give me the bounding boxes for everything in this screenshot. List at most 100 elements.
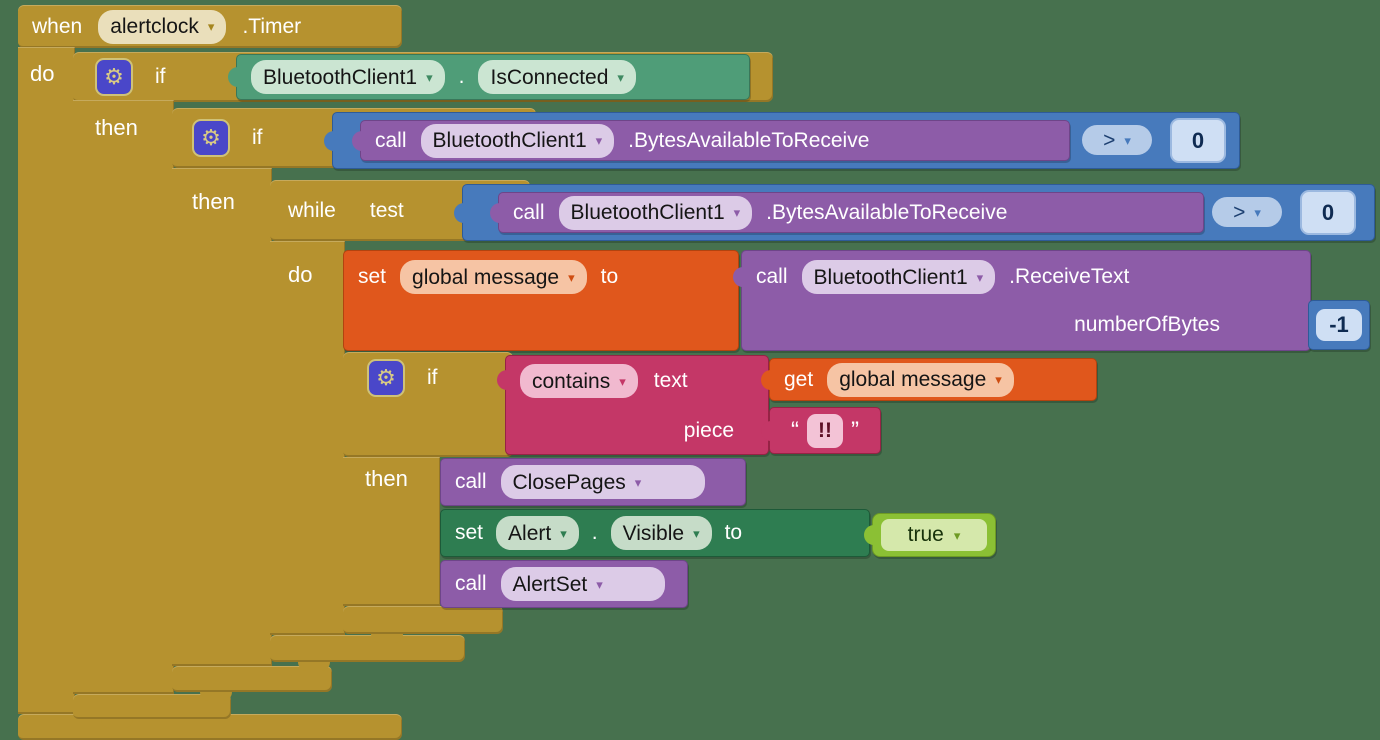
if3-block-arm[interactable] bbox=[343, 457, 440, 606]
component-dropdown[interactable]: Alert ▾ bbox=[496, 516, 579, 550]
if-keyword: if bbox=[155, 65, 166, 88]
to-keyword: to bbox=[724, 521, 743, 544]
procedure-dropdown[interactable]: AlertSet ▾ bbox=[500, 567, 665, 601]
true-logic-block[interactable]: true ▾ bbox=[864, 513, 996, 557]
call-alertset-block[interactable]: call AlertSet ▾ bbox=[440, 560, 688, 608]
property-dropdown[interactable]: Visible ▾ bbox=[610, 516, 712, 550]
then-label: then bbox=[192, 189, 235, 214]
if3-block-bottom[interactable] bbox=[343, 606, 503, 643]
dropdown-arrow-icon: ▾ bbox=[617, 69, 624, 85]
dropdown-arrow-icon: ▾ bbox=[560, 525, 567, 541]
dropdown-arrow-icon: ▾ bbox=[619, 373, 626, 389]
call-keyword: call bbox=[756, 265, 788, 288]
while-block-arm[interactable] bbox=[270, 241, 345, 635]
call-receivetext-block[interactable]: call BluetoothClient1 ▾ .ReceiveText num… bbox=[733, 250, 1311, 351]
set-global-message-block[interactable]: set global message ▾ to bbox=[343, 250, 739, 351]
text-contains-block[interactable]: contains ▾ text piece bbox=[497, 355, 769, 455]
set-keyword: set bbox=[455, 521, 484, 544]
component-dropdown-value: alertclock bbox=[110, 15, 199, 38]
param-label: numberOfBytes bbox=[1074, 313, 1220, 336]
component-dropdown[interactable]: alertclock ▾ bbox=[98, 9, 227, 44]
method-name: .BytesAvailableToReceive bbox=[628, 128, 870, 152]
number-block-negative-one[interactable]: -1 bbox=[1308, 300, 1370, 350]
do-label: do bbox=[288, 262, 313, 287]
while-block-bottom[interactable] bbox=[270, 635, 465, 671]
if-keyword: if bbox=[427, 366, 438, 389]
dropdown-arrow-icon: ▾ bbox=[1254, 204, 1261, 220]
method-name: .ReceiveText bbox=[1009, 265, 1130, 288]
string-input[interactable]: !! bbox=[807, 413, 843, 448]
dropdown-arrow-icon: ▾ bbox=[595, 133, 603, 148]
dropdown-arrow-icon: ▾ bbox=[596, 576, 603, 592]
dropdown-arrow-icon: ▾ bbox=[976, 269, 984, 285]
set-alert-visible-block[interactable]: set Alert ▾ . Visible ▾ to bbox=[440, 509, 870, 557]
piece-socket-label: piece bbox=[683, 419, 734, 442]
if3-block-header[interactable]: ⚙ if bbox=[343, 352, 513, 457]
connector-bump bbox=[371, 634, 403, 643]
connector-bump bbox=[298, 662, 330, 671]
dropdown-arrow-icon: ▾ bbox=[693, 525, 700, 541]
dot-separator: . bbox=[591, 521, 598, 544]
set-keyword: set bbox=[358, 265, 387, 288]
block-plug bbox=[228, 67, 242, 87]
operator-dropdown[interactable]: > ▾ bbox=[1082, 125, 1152, 155]
call-bytesavailable-block-1[interactable]: call BluetoothClient1 ▾ .BytesAvailableT… bbox=[352, 120, 1070, 161]
operator-dropdown[interactable]: > ▾ bbox=[1212, 197, 1282, 227]
component-dropdown[interactable]: BluetoothClient1 ▾ bbox=[420, 123, 615, 158]
dropdown-arrow-icon: ▾ bbox=[568, 269, 575, 285]
dropdown-arrow-icon: ▾ bbox=[634, 474, 642, 490]
call-keyword: call bbox=[455, 470, 487, 493]
while-keyword: while bbox=[288, 198, 336, 222]
call-keyword: call bbox=[513, 200, 545, 224]
test-label: test bbox=[369, 198, 404, 222]
event-name: .Timer bbox=[242, 14, 302, 38]
dropdown-arrow-icon: ▾ bbox=[1124, 132, 1131, 148]
dropdown-arrow-icon: ▾ bbox=[995, 372, 1002, 387]
call-keyword: call bbox=[455, 572, 487, 595]
block-plug bbox=[324, 130, 338, 151]
text-socket-label: text bbox=[653, 369, 688, 392]
call-bytesavailable-block-2[interactable]: call BluetoothClient1 ▾ .BytesAvailableT… bbox=[490, 192, 1204, 233]
block-plug bbox=[864, 525, 878, 545]
component-dropdown[interactable]: BluetoothClient1 ▾ bbox=[251, 60, 445, 94]
block-plug bbox=[761, 369, 775, 390]
dropdown-arrow-icon: ▾ bbox=[953, 527, 961, 543]
when-block-arm[interactable] bbox=[18, 47, 75, 714]
block-plug bbox=[497, 370, 511, 390]
block-plug bbox=[454, 202, 468, 223]
close-quote: ” bbox=[851, 416, 859, 444]
call-keyword: call bbox=[375, 128, 407, 152]
component-dropdown[interactable]: BluetoothClient1 ▾ bbox=[801, 260, 996, 294]
then-label: then bbox=[365, 466, 408, 491]
contains-operator-dropdown[interactable]: contains ▾ bbox=[520, 364, 638, 398]
bluetooth-isconnected-block[interactable]: BluetoothClient1 ▾ . IsConnected ▾ bbox=[228, 54, 750, 100]
connector-bump bbox=[101, 719, 133, 728]
variable-dropdown[interactable]: global message ▾ bbox=[400, 260, 587, 294]
do-label: do bbox=[30, 61, 55, 86]
if1-block-arm[interactable] bbox=[73, 100, 174, 694]
mutator-gear-icon[interactable]: ⚙ bbox=[192, 119, 230, 157]
procedure-dropdown[interactable]: ClosePages ▾ bbox=[500, 465, 705, 499]
to-keyword: to bbox=[600, 265, 619, 288]
get-global-message-block[interactable]: get global message ▾ bbox=[761, 358, 1097, 401]
component-dropdown[interactable]: BluetoothClient1 ▾ bbox=[558, 195, 753, 230]
block-plug bbox=[761, 420, 775, 441]
property-dropdown[interactable]: IsConnected ▾ bbox=[478, 60, 636, 94]
when-event-block[interactable]: when alertclock ▾ .Timer bbox=[18, 5, 402, 48]
then-label: then bbox=[95, 115, 138, 140]
variable-dropdown[interactable]: global message ▾ bbox=[827, 362, 1014, 397]
if2-block-arm[interactable] bbox=[172, 168, 272, 666]
mutator-gear-icon[interactable]: ⚙ bbox=[95, 58, 133, 96]
mutator-gear-icon[interactable]: ⚙ bbox=[367, 359, 405, 397]
dropdown-arrow-icon: ▾ bbox=[426, 69, 433, 85]
call-closepages-block[interactable]: call ClosePages ▾ bbox=[440, 458, 746, 506]
number-block[interactable]: 0 bbox=[1300, 190, 1356, 235]
dropdown-arrow-icon: ▾ bbox=[207, 19, 215, 34]
string-block[interactable]: “ !! ” bbox=[761, 407, 881, 454]
block-plug bbox=[352, 130, 366, 151]
if-keyword: if bbox=[252, 126, 263, 149]
dropdown-arrow-icon: ▾ bbox=[733, 205, 741, 220]
block-plug bbox=[733, 267, 747, 287]
number-block[interactable]: 0 bbox=[1170, 118, 1226, 163]
